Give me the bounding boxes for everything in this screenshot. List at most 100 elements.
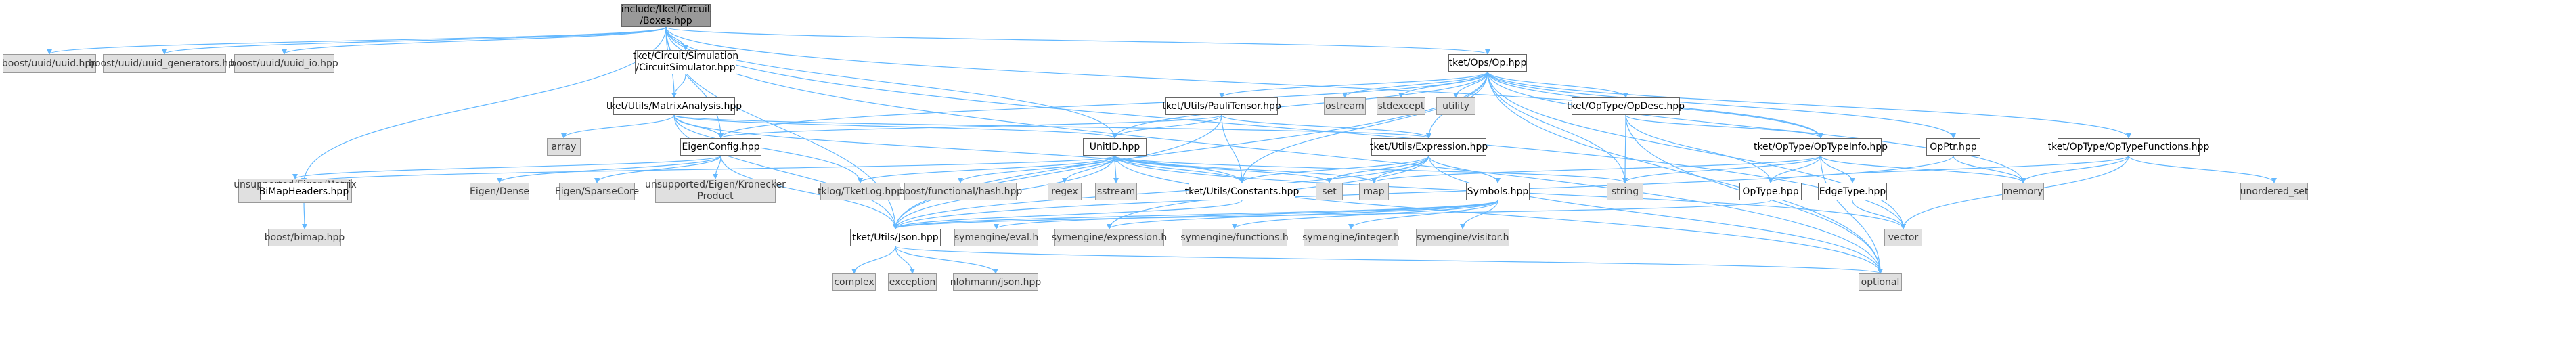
edge-symbols-to-symvis bbox=[1460, 200, 1498, 229]
edge-json-to-exception bbox=[895, 246, 915, 274]
node-eigensparse: Eigen/SparseCore bbox=[555, 183, 639, 200]
node-exception: exception bbox=[888, 273, 937, 291]
edge-optypeinfo-to-map bbox=[1371, 155, 1821, 183]
edge-unitid-to-tklog bbox=[858, 155, 1115, 183]
edge-root-to-op bbox=[665, 26, 1490, 55]
node-uuid: boost/uuid/uuid.hpp bbox=[2, 54, 97, 73]
node-symfun: symengine/functions.h bbox=[1180, 229, 1289, 246]
node-bimap[interactable]: BiMapHeaders.hpp bbox=[259, 183, 349, 200]
node-stdexcept: stdexcept bbox=[1377, 97, 1425, 115]
edge-opptr-to-memory bbox=[1953, 155, 2026, 183]
node-utility: utility bbox=[1436, 97, 1475, 115]
edge-unitid-to-set bbox=[1114, 155, 1332, 183]
edge-opdesc-to-optype bbox=[1625, 114, 1773, 183]
edge-optype-to-json bbox=[893, 200, 1771, 229]
node-matrix[interactable]: tket/Utils/MatrixAnalysis.hpp bbox=[606, 97, 742, 115]
node-edgetype[interactable]: EdgeType.hpp bbox=[1818, 183, 1887, 200]
edge-pauli-to-constants bbox=[1221, 114, 1245, 183]
edge-op-to-utility bbox=[1453, 71, 1488, 98]
node-op[interactable]: tket/Ops/Op.hpp bbox=[1448, 54, 1527, 72]
node-uuidio: boost/uuid/uuid_io.hpp bbox=[230, 54, 338, 73]
edge-eigenconfig-to-eigendense bbox=[497, 155, 721, 183]
edge-eigenconfig-to-eigenkron bbox=[713, 155, 721, 179]
node-optypeinfo[interactable]: tket/OpType/OpTypeInfo.hpp bbox=[1754, 138, 1888, 156]
edge-unitid-to-bimap bbox=[301, 155, 1115, 183]
node-nlohmann: nlohmann/json.hpp bbox=[950, 273, 1041, 291]
edge-op-to-pauli bbox=[1219, 71, 1488, 98]
edge-optypefun-to-unordered bbox=[2128, 155, 2277, 183]
edge-unitid-to-sstream bbox=[1113, 155, 1119, 183]
node-map: map bbox=[1359, 183, 1389, 200]
node-expression[interactable]: tket/Utils/Expression.hpp bbox=[1370, 138, 1488, 156]
node-complex: complex bbox=[832, 273, 876, 291]
edge-unitid-to-string bbox=[1114, 155, 1628, 183]
edge-root-to-optional bbox=[665, 26, 1883, 274]
edge-op-to-opptr bbox=[1487, 71, 1956, 139]
node-circsim[interactable]: tket/Circuit/Simulation /CircuitSimulato… bbox=[632, 50, 739, 74]
edge-matrix-to-json bbox=[673, 114, 898, 229]
node-json[interactable]: tket/Utils/Json.hpp bbox=[850, 229, 941, 246]
edge-root-to-uuidio bbox=[282, 26, 667, 55]
edge-expression-to-optional bbox=[1428, 155, 1883, 274]
edge-opdesc-to-string bbox=[1622, 114, 1628, 183]
node-sstream: sstream bbox=[1095, 183, 1137, 200]
node-symvis: symengine/visitor.h bbox=[1416, 229, 1509, 246]
edge-eigenconfig-to-eigensparse bbox=[594, 155, 721, 183]
edge-bimap-to-boostbimap bbox=[301, 200, 307, 229]
edge-unitid-to-hash bbox=[958, 155, 1115, 183]
node-hash: boost/functional/hash.hpp bbox=[899, 183, 1022, 200]
edge-matrix-to-expression bbox=[673, 114, 1431, 139]
node-array: array bbox=[547, 138, 581, 156]
node-symeval: symengine/eval.h bbox=[954, 229, 1038, 246]
edge-op-to-opdesc bbox=[1487, 71, 1628, 98]
edge-root-to-optypeinfo bbox=[665, 26, 1823, 139]
edge-symbols-to-symeval bbox=[994, 200, 1498, 229]
edge-op-to-optypefun bbox=[1487, 71, 2131, 139]
edge-symbols-to-symexpr bbox=[1107, 200, 1498, 229]
edge-pauli-to-expression bbox=[1221, 114, 1431, 139]
edge-pauli-to-unitid bbox=[1112, 114, 1222, 139]
edge-pauli-to-json bbox=[893, 114, 1222, 229]
edge-optypefun-to-memory bbox=[2020, 155, 2129, 183]
edge-op-to-memory bbox=[1487, 71, 2026, 183]
edge-matrix-to-unitid bbox=[673, 114, 1117, 139]
node-vector: vector bbox=[1884, 229, 1922, 246]
edge-op-to-eigenconfig bbox=[718, 71, 1488, 139]
edge-op-to-string bbox=[1487, 71, 1628, 183]
node-eigenkron: unsupported/Eigen/Kronecker Product bbox=[645, 179, 786, 203]
edge-matrix-to-tklog bbox=[673, 114, 863, 183]
node-symbols[interactable]: Symbols.hpp bbox=[1466, 183, 1530, 200]
node-symint: symengine/integer.h bbox=[1302, 229, 1400, 246]
node-unitid[interactable]: UnitID.hpp bbox=[1083, 138, 1147, 156]
edge-matrix-to-constants bbox=[673, 114, 1245, 183]
edge-root-to-uuidgen bbox=[162, 26, 667, 55]
edge-root-to-uuid bbox=[47, 26, 667, 55]
edge-symbols-to-symint bbox=[1348, 200, 1498, 229]
edge-opdesc-to-optypeinfo bbox=[1625, 114, 1823, 139]
edge-symbols-to-symfun bbox=[1232, 200, 1498, 229]
node-optype[interactable]: OpType.hpp bbox=[1739, 183, 1802, 200]
node-memory: memory bbox=[2002, 183, 2044, 200]
node-optional: optional bbox=[1859, 273, 1902, 291]
edge-unitid-to-map bbox=[1114, 155, 1377, 183]
node-string: string bbox=[1607, 183, 1643, 200]
edge-op-to-ostream bbox=[1342, 71, 1488, 98]
edge-op-to-optional bbox=[1487, 71, 1883, 274]
node-set: set bbox=[1316, 183, 1343, 200]
edge-optypefun-to-optype bbox=[1768, 155, 2129, 183]
edge-unitid-to-regex bbox=[1062, 155, 1115, 183]
node-pauli[interactable]: tket/Utils/PauliTensor.hpp bbox=[1162, 97, 1281, 115]
edge-constants-to-json bbox=[893, 200, 1243, 229]
node-root[interactable]: include/tket/Circuit /Boxes.hpp bbox=[621, 4, 711, 27]
edge-eigenconfig-to-eigenmatfun bbox=[292, 155, 721, 179]
node-ostream: ostream bbox=[1324, 97, 1366, 115]
node-constants[interactable]: tket/Utils/Constants.hpp bbox=[1185, 183, 1299, 200]
node-eigenconfig[interactable]: EigenConfig.hpp bbox=[680, 138, 761, 156]
node-opptr[interactable]: OpPtr.hpp bbox=[1926, 138, 1980, 156]
edge-optypeinfo-to-memory bbox=[1820, 155, 2026, 183]
node-optypefun[interactable]: tket/OpType/OpTypeFunctions.hpp bbox=[2048, 138, 2209, 156]
edge-expression-to-set bbox=[1327, 155, 1429, 183]
edge-expression-to-json bbox=[893, 155, 1429, 229]
node-opdesc[interactable]: tket/OpType/OpDesc.hpp bbox=[1567, 97, 1685, 115]
